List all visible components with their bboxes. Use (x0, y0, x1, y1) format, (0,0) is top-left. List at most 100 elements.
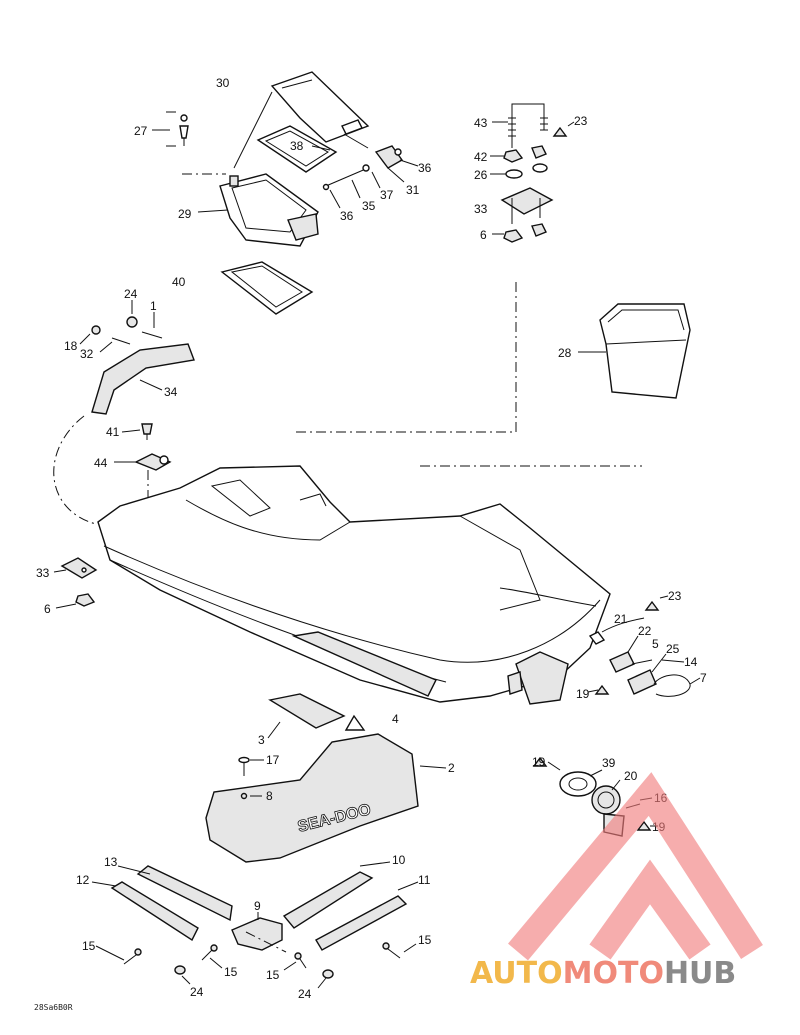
caps-24 (174, 965, 334, 979)
callout-8: 8 (266, 789, 273, 803)
nut-6b (75, 593, 96, 607)
callout-11: 11 (418, 873, 431, 887)
callout-23: 23 (668, 589, 682, 603)
callout-12: 12 (76, 873, 90, 887)
eye-bolt-7 (653, 674, 691, 697)
callout-14: 14 (684, 655, 698, 669)
plate-3 (268, 693, 346, 729)
callout-10: 10 (392, 853, 406, 867)
assembly-arrow (233, 91, 273, 169)
callout-31: 31 (406, 183, 420, 197)
callout-2: 2 (448, 761, 455, 775)
callout-33: 33 (36, 566, 50, 580)
storage-bin-29 (219, 173, 319, 247)
lid-seal-38 (256, 125, 338, 173)
assembly-line (245, 931, 287, 953)
nut-6 (503, 223, 547, 243)
callout-19: 19 (532, 755, 546, 769)
callout-15: 15 (82, 939, 96, 953)
assembly-line (296, 282, 517, 433)
gasket-39 (559, 771, 597, 797)
callout-19: 19 (576, 687, 590, 701)
callout-15: 15 (224, 965, 238, 979)
callout-9: 9 (254, 899, 261, 913)
callout-28: 28 (558, 346, 572, 360)
screw-17-8 (238, 756, 250, 800)
fastener-27 (179, 114, 189, 146)
nut-23b (644, 600, 660, 611)
rail-12 (110, 881, 199, 942)
callout-1: 1 (150, 299, 157, 313)
callout-42: 42 (474, 150, 488, 164)
callout-26: 26 (474, 168, 488, 182)
callout-24: 24 (298, 987, 312, 1001)
callout-22: 22 (638, 624, 652, 638)
plate-33b (60, 557, 98, 579)
callout-24: 24 (190, 985, 204, 999)
rivets-15 (123, 942, 401, 969)
callout-17: 17 (266, 753, 280, 767)
nut-19b (532, 756, 548, 767)
leader-lines (53, 111, 701, 989)
cap-9 (231, 917, 283, 951)
callout-21: 21 (614, 612, 628, 626)
rail-10 (282, 871, 374, 929)
callout-37: 37 (380, 188, 394, 202)
callout-32: 32 (80, 347, 94, 361)
watermark-brand-part1: AUTO (470, 956, 563, 991)
plug-21 (588, 631, 606, 645)
callout-43: 43 (474, 116, 488, 130)
watermark: AUTOMOTOHUB (470, 772, 763, 991)
rail-11 (315, 895, 408, 951)
callout-7: 7 (700, 671, 707, 685)
callout-24: 24 (124, 287, 138, 301)
bin-gasket-40 (220, 261, 314, 315)
washer-26 (505, 163, 548, 179)
u-bolt-43 (508, 103, 548, 148)
callout-39: 39 (602, 756, 616, 770)
latch-31 (374, 145, 404, 169)
nut-42 (503, 145, 547, 163)
plate-4 (344, 714, 366, 731)
assembly-arrow (53, 415, 97, 525)
callout-25: 25 (666, 642, 680, 656)
ride-plate-2: SEA-DOO (205, 733, 419, 863)
callout-6: 6 (44, 602, 51, 616)
callout-36: 36 (340, 209, 354, 223)
watermark-brand-part3: HUB (664, 956, 736, 991)
callout-labels: 30 27 38 36 31 37 35 36 29 40 43 23 42 2… (36, 76, 707, 1001)
svg-text:AUTOMOTOHUB: AUTOMOTOHUB (470, 956, 736, 991)
callout-35: 35 (362, 199, 376, 213)
nut-19a (594, 684, 610, 695)
callout-41: 41 (106, 425, 120, 439)
assembly-arrow (343, 133, 369, 149)
callout-34: 34 (164, 385, 178, 399)
callout-6: 6 (480, 228, 487, 242)
callout-23: 23 (574, 114, 588, 128)
rail-13 (136, 865, 233, 922)
storage-lid-30 (270, 71, 370, 143)
hull-body (97, 465, 611, 705)
bracket-44 (134, 453, 172, 471)
nut-19c (636, 820, 652, 831)
watermark-brand-part2: MOTO (563, 956, 664, 991)
callout-27: 27 (134, 124, 148, 138)
screw-41 (141, 423, 153, 440)
callout-15: 15 (266, 968, 280, 982)
callout-38: 38 (290, 139, 304, 153)
watermark-logo-icon (508, 772, 763, 961)
callout-40: 40 (172, 275, 186, 289)
grab-handle-34 (91, 343, 195, 415)
callout-4: 4 (392, 712, 399, 726)
callout-44: 44 (94, 456, 108, 470)
callout-18: 18 (64, 339, 78, 353)
nut-23 (552, 126, 568, 137)
callout-33: 33 (474, 202, 488, 216)
callout-20: 20 (624, 769, 638, 783)
bracket-22 (609, 651, 635, 673)
bucket-28 (599, 303, 691, 399)
bracket-25 (627, 669, 657, 695)
drawing-code: 28Sa6B0R (34, 1003, 73, 1012)
callout-36: 36 (418, 161, 432, 175)
